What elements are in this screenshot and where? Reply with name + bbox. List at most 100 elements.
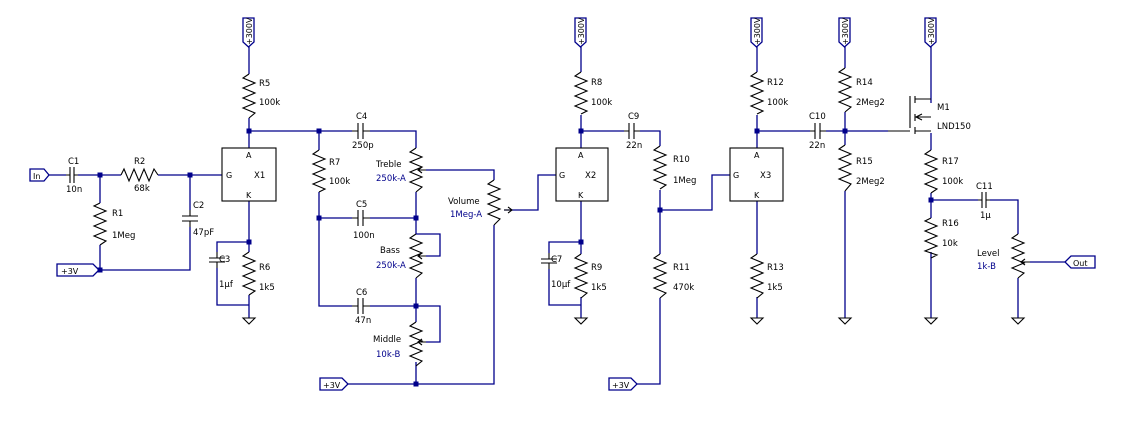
capacitor-label: C3 [219,255,230,265]
cathode-pin: K [246,191,252,200]
neg-flag-2: +3V [319,377,349,391]
resistor-r1: R1 1Meg [92,202,135,246]
resistor-value: 100k [767,98,788,108]
resistor-r9: R9 1k5 [573,253,607,299]
capacitor-label: C11 [976,182,993,192]
pot-value: 1k-B [977,262,996,272]
resistor-value: 2Meg2 [856,177,885,187]
capacitor-value: 47pF [193,228,214,238]
neg-flag-1: +3V [56,263,100,277]
pot-value: 1Meg-A [450,210,482,220]
junctions [97,128,934,387]
supply-flag-r14: +300V [838,17,851,48]
capacitor-label: C10 [809,112,826,122]
resistor-value: 100k [591,98,612,108]
resistor-value: 100k [942,177,963,187]
supply-flag-x1: +300V [242,17,255,48]
resistor-r12: R12 100k [749,71,788,115]
tube-x3: A G X3 K [729,147,784,202]
resistor-label: R5 [259,79,270,89]
resistor-label: R1 [112,209,123,219]
resistor-label: R6 [259,263,270,273]
capacitor-value: 10µf [551,280,571,290]
capacitor-value: 10n [66,185,82,195]
capacitor-value: 100n [353,231,375,241]
supply-label: +300V [753,17,762,45]
supply-label: +300V [245,17,254,45]
capacitor-value: 22n [626,141,642,151]
input-label: In [33,172,40,181]
capacitor-c11: C11 1µ [976,182,993,221]
resistor-label: R15 [856,157,873,167]
resistor-r2: R2 68k [120,157,159,194]
resistor-r8: R8 100k [573,71,612,115]
capacitor-label: C2 [193,201,204,211]
anode-pin: A [578,151,584,160]
neg-flag-3: +3V [608,377,638,391]
resistor-label: R11 [673,263,690,273]
ground-x2 [573,317,589,325]
resistor-value: 100k [259,98,280,108]
resistor-r7: R7 100k [311,149,350,193]
pot-value: 250k-A [376,174,406,184]
pot-middle: Middle 10k-B [373,321,426,367]
resistor-label: R14 [856,78,873,88]
resistor-label: R8 [591,78,602,88]
capacitor-value: 250p [352,141,374,151]
cathode-pin: K [754,191,760,200]
pot-label: Middle [373,335,401,345]
resistor-value: 10k [942,239,958,249]
cathode-pin: K [578,191,584,200]
mosfet-label: M1 [937,103,950,113]
resistor-value: 100k [329,177,350,187]
resistor-label: R7 [329,158,340,168]
output-port: Out [1064,255,1096,269]
ground-r16 [923,317,939,325]
output-label: Out [1073,259,1088,268]
anode-pin: A [754,151,760,160]
pot-label: Treble [375,160,401,170]
grid-pin: G [559,171,565,180]
capacitor-c3: C3 1µf [209,252,234,290]
resistor-label: R17 [942,157,959,167]
pot-level: Level 1k-B [977,233,1030,279]
resistor-label: R2 [134,157,145,167]
capacitor-label: C5 [356,200,367,210]
supply-label: +3V [612,381,630,390]
capacitor-c6: C6 47n [352,288,371,326]
resistor-label: R10 [673,155,690,165]
pot-volume: Volume 1Meg-A [448,179,513,226]
ground-r15 [837,317,853,325]
capacitor-label: C6 [356,288,367,298]
capacitor-c7: C7 10µf [541,253,571,290]
tube-label: X3 [760,171,771,181]
tube-x2: A G X2 K [555,147,609,202]
resistor-value: 1Meg [112,231,135,241]
capacitor-c10: C10 22n [809,112,826,151]
capacitor-c2: C2 47pF [182,201,214,238]
tube-label: X1 [254,171,265,181]
supply-label: +3V [61,267,79,276]
capacitor-label: C7 [551,255,562,265]
supply-flag-m1: +300V [924,17,937,48]
resistor-value: 1k5 [767,283,783,293]
resistor-r11: R11 470k [652,253,694,299]
pot-label: Bass [380,246,400,256]
pot-label: Volume [448,197,480,207]
capacitor-value: 1µ [980,211,991,221]
input-port: In [29,168,50,182]
grid-pin: G [733,171,739,180]
capacitor-c9: C9 22n [624,112,642,151]
resistor-label: R12 [767,78,784,88]
capacitor-label: C4 [356,112,367,122]
resistor-value: 1k5 [591,283,607,293]
resistor-value: 2Meg2 [856,98,885,108]
pot-treble: Treble 250k-A [375,147,426,193]
resistor-r14: R14 2Meg2 [837,67,885,113]
resistor-value: 1Meg [673,176,696,186]
capacitor-c5: C5 100n [352,200,375,241]
mosfet-model: LND150 [937,122,971,132]
resistor-value: 1k5 [259,283,275,293]
resistor-value: 68k [134,184,150,194]
